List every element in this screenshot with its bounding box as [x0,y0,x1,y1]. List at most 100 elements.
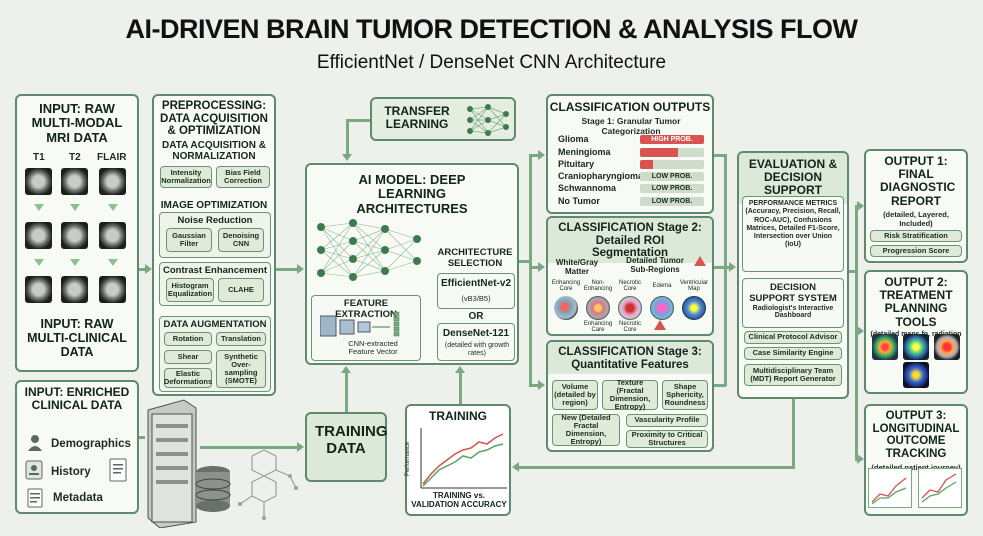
new-fractal-chip: New (Detailed Fractal Dimension, Entropy… [552,413,620,446]
feature-extraction-label: FEATURE EXTRACTION [335,298,397,320]
mri-scan [61,276,88,303]
class-no-tumor: No Tumor [558,196,600,206]
metadata-icon [27,488,43,508]
white-gray-matter-label: White/Gray Matter [555,258,599,276]
outcome-chart-icon [868,468,912,508]
flow-arrow [714,154,726,157]
treatment-map-thumb [934,334,960,360]
arrow-head [857,454,864,464]
volume-chip: Volume (detailed by region) [552,380,598,410]
stage3-header: CLASSIFICATION Stage 3: Quantitative Fea… [548,342,712,375]
down-arrow-icon [34,259,44,266]
mri-col-t2: T2 [69,152,81,163]
output2-header: OUTPUT 2: TREATMENT PLANNING TOOLS [879,275,953,329]
prob-bar-meningioma [640,148,704,157]
arrow-head [297,264,304,274]
input-mri-panel: INPUT: RAW MULTI-MODAL MRI DATA T1 T2 FL… [15,94,139,372]
flow-arrow [276,268,298,271]
down-arrow-icon [34,204,44,211]
output3-sub: (detailed patient journey) [871,462,961,472]
arrow-head [341,366,351,373]
class-meningioma: Meningioma [558,147,611,157]
class-pituitary: Pituitary [558,159,595,169]
flow-arrow [459,372,462,404]
prob-bar-schwannoma: LOW PROB. [640,184,704,193]
data-augmentation-label: DATA AUGMENTATION [163,319,267,330]
input-mri-header: INPUT: RAW MULTI-MODAL MRI DATA [31,101,123,145]
mri-scan [61,222,88,249]
neural-network-icon [467,104,509,136]
training-chart-ylabel: Performance [405,441,412,477]
ai-model-header: AI MODEL: DEEP LEARNING ARCHITECTURES [356,172,468,216]
translation-chip: Translation [216,332,266,346]
thumb-label: Enhancing Care [583,321,613,333]
smote-chip: Synthetic Over-sampling (SMOTE) [216,350,266,388]
arrow-head [342,154,352,161]
training-chart-caption: TRAINING vs. VALIDATION ACCURACY [411,491,507,509]
deep-network-icon [317,219,421,281]
mri-scan [99,276,126,303]
histogram-equalization-chip: Histogram Equalization [166,278,214,302]
or-label: OR [468,311,484,322]
efficientnet-label: EfficientNet-v2 [440,278,511,289]
proximity-chip: Proximity to Critical Structures [626,430,708,448]
intensity-normalization-chip: Intensity Normalization [160,166,212,188]
down-arrow-icon [108,204,118,211]
preprocessing-header: PREPROCESSING: DATA ACQUISITION & OPTIMI… [160,100,268,138]
arrow-head [538,262,545,272]
history-icon [25,460,43,480]
down-arrow-icon [108,259,118,266]
flow-arrow [792,399,795,467]
training-data-label: TRAINING DATA [315,423,388,457]
dss-sub-label: Radiologist's Interactive Dashboard [752,305,834,319]
arrow-head [857,326,864,336]
flow-arrow [529,384,539,387]
training-data-box: TRAINING DATA [305,412,388,482]
flow-arrow [139,436,145,439]
output1-sub: (detailed, Layered, Included) [883,209,949,228]
input-clinical-panel: INPUT: ENRICHED CLINICAL DATA Demographi… [15,380,139,514]
architecture-selection-label: ARCHITECTURE SELECTION [437,247,513,269]
warning-icon [654,320,666,330]
clinical-protocol-chip: Clinical Protocol Advisor [744,331,842,344]
validation-curve [422,443,504,487]
performance-metrics-text: PERFORMANCE METRICS (Accuracy, Precision… [745,200,841,249]
output1-header: OUTPUT 1: FINAL DIAGNOSTIC REPORT [880,154,956,208]
rotation-chip: Rotation [164,332,212,346]
molecule-icon [238,449,298,520]
flow-arrow [200,446,298,449]
mri-scan [99,168,126,195]
down-arrow-icon [70,259,80,266]
dss-box: DECISION SUPPORT SYSTEM Radiologist's In… [742,278,844,328]
arrow-head [538,150,545,160]
texture-chip: Texture (Fractal Dimension, Entropy) [602,378,658,411]
demographics-label: Demographics [51,438,131,450]
treatment-map-thumb [903,334,929,360]
mri-scan [99,222,126,249]
contrast-enhancement-label: Contrast Enhancement [163,265,267,276]
class-glioma: Glioma [558,134,589,144]
output2-panel: OUTPUT 2: TREATMENT PLANNING TOOLS (deta… [864,270,968,394]
preprocessing-panel: PREPROCESSING: DATA ACQUISITION & OPTIMI… [152,94,276,396]
input-clinical-header: INPUT: ENRICHED CLINICAL DATA [24,385,130,413]
prob-bar-glioma: HIGH PROB. [640,135,704,144]
segmentation-thumb [586,296,610,320]
class-schwannoma: Schwannoma [558,183,617,193]
flow-arrow [714,384,726,387]
shear-chip: Shear [164,350,212,364]
elastic-deformations-chip: Elastic Deformations [163,368,213,388]
prob-bar-pituitary [640,160,704,169]
mri-col-flair: FLAIR [97,152,127,163]
densenet-box: DenseNet-121 (detailed with growth rates… [437,323,515,361]
ai-model-panel: AI MODEL: DEEP LEARNING ARCHITECTURES FE… [305,163,519,365]
flow-arrow [849,270,857,273]
flow-arrow [139,268,147,271]
thumb-label: Necrotic Core [618,280,641,292]
arrow-head [145,264,152,274]
noise-reduction-label: Noise Reduction [177,215,253,226]
mri-scan [25,168,52,195]
page-subtitle: EfficientNet / DenseNet CNN Architecture [316,52,667,73]
mri-scan [25,222,52,249]
thumb-label: Non-Enhancing [583,280,613,292]
thumb-label: Ventricular Map [679,280,709,292]
